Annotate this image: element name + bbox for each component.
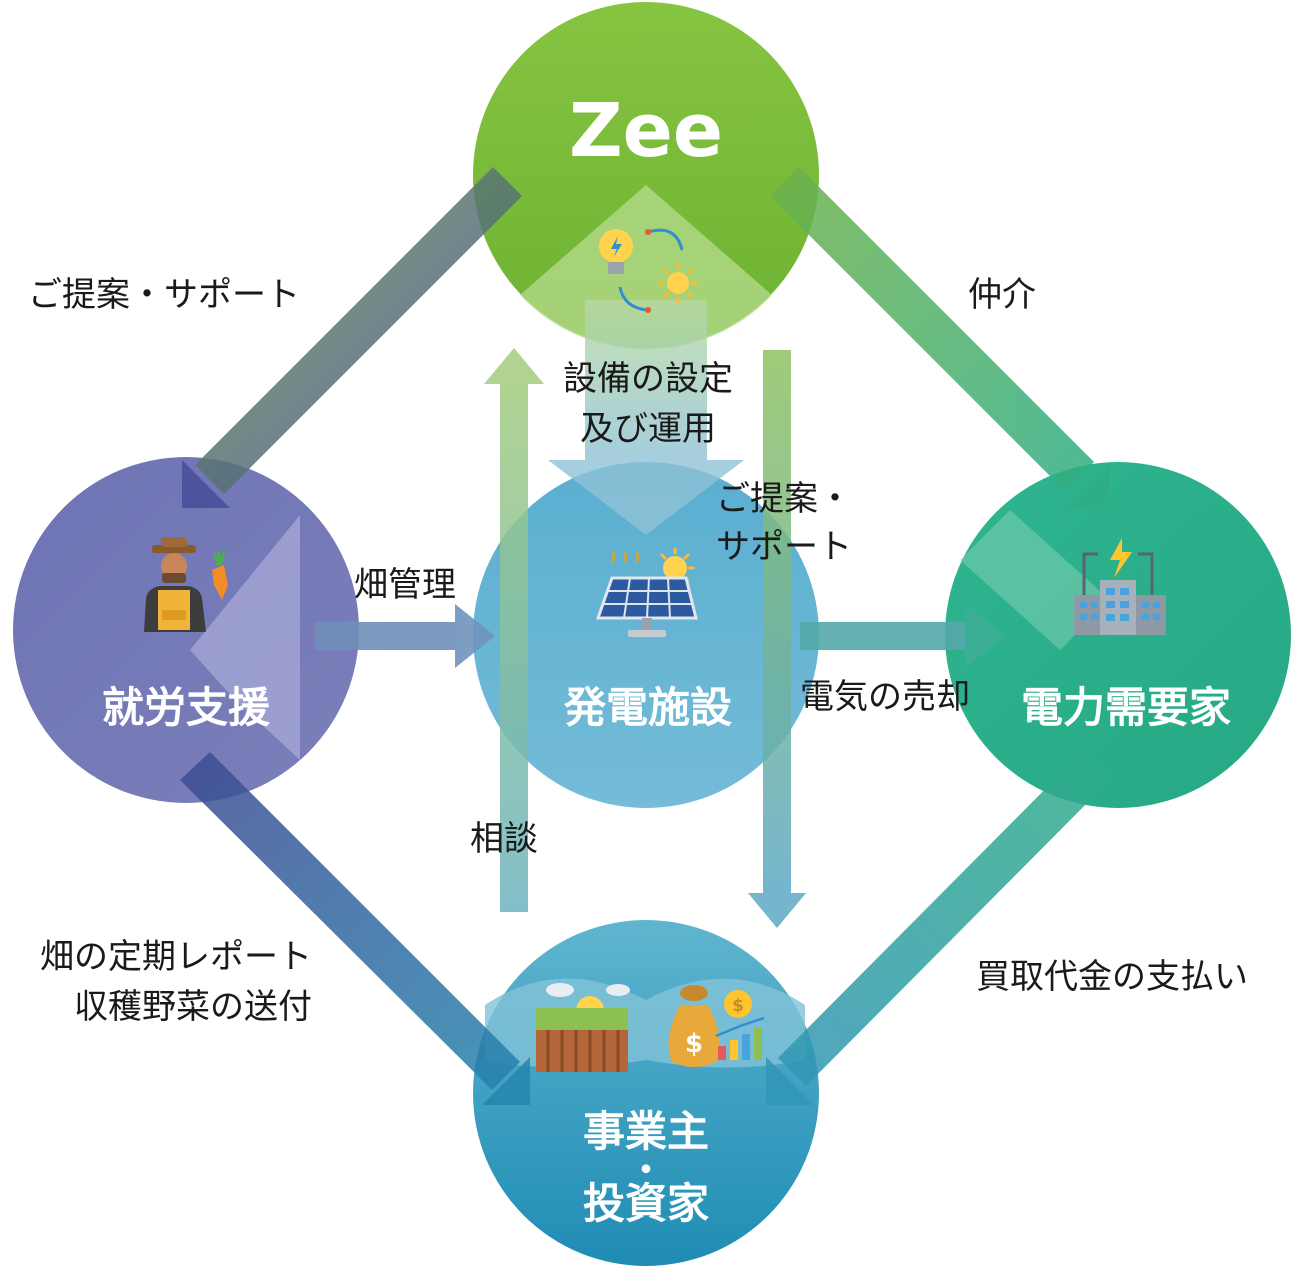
label-report-line1: 畑の定期レポート xyxy=(40,937,312,977)
farm-field-icon xyxy=(536,983,630,1072)
arrow-zee-to-hatsuden xyxy=(548,300,744,535)
bulb-sun-cycle-icon xyxy=(599,228,699,313)
solar-panel-icon xyxy=(595,547,698,637)
hatsuden-title: 発電施設 xyxy=(564,683,732,732)
label-teian2-line2: サポート xyxy=(716,527,852,567)
label-chukai: 仲介 xyxy=(968,275,1036,315)
jigyou-title-line1: 事業主 xyxy=(583,1107,709,1156)
arrow-zee-to-shuro xyxy=(182,167,522,508)
arrow-shuro-to-hatsuden xyxy=(315,604,495,668)
juyouka-highlight xyxy=(960,510,1110,650)
label-setsubi-line2: 及び運用 xyxy=(580,409,716,449)
label-teian2-line1: ご提案・ xyxy=(716,479,852,519)
label-kaitori: 買取代金の支払い xyxy=(976,957,1248,997)
money-bag-chart-icon: $ $ xyxy=(668,985,765,1067)
arrow-shuro-to-jigyou xyxy=(180,752,530,1105)
farmer-icon xyxy=(144,537,228,632)
zee-highlight xyxy=(520,185,772,350)
svg-text:$: $ xyxy=(685,1029,703,1059)
label-soudan: 相談 xyxy=(470,819,538,859)
juyouka-title: 電力需要家 xyxy=(1021,683,1231,732)
label-denki-baikyaku: 電気の売却 xyxy=(800,677,970,717)
label-setsubi-line1: 設備の設定 xyxy=(563,359,733,399)
zee-title: Zee xyxy=(569,88,723,174)
shuro-title: 就労支援 xyxy=(102,683,271,732)
arrow-jigyou-to-zee xyxy=(484,348,544,912)
power-building-icon xyxy=(1074,538,1166,635)
arrow-zee-to-jigyou xyxy=(748,350,806,928)
arrow-juyouka-to-jigyou xyxy=(766,750,1112,1105)
label-hatake-kanri: 畑管理 xyxy=(354,565,456,605)
svg-text:$: $ xyxy=(732,996,744,1016)
shuro-highlight xyxy=(190,515,300,760)
arrow-zee-to-juyouka xyxy=(770,167,1110,510)
label-teian-support: ご提案・サポート xyxy=(28,275,300,315)
jigyou-title-line2: 投資家 xyxy=(583,1179,709,1228)
label-report-line2: 収穫野菜の送付 xyxy=(74,987,312,1027)
jigyou-title-dot: ・ xyxy=(628,1150,664,1191)
arrow-hatsuden-to-juyouka xyxy=(800,604,1005,668)
